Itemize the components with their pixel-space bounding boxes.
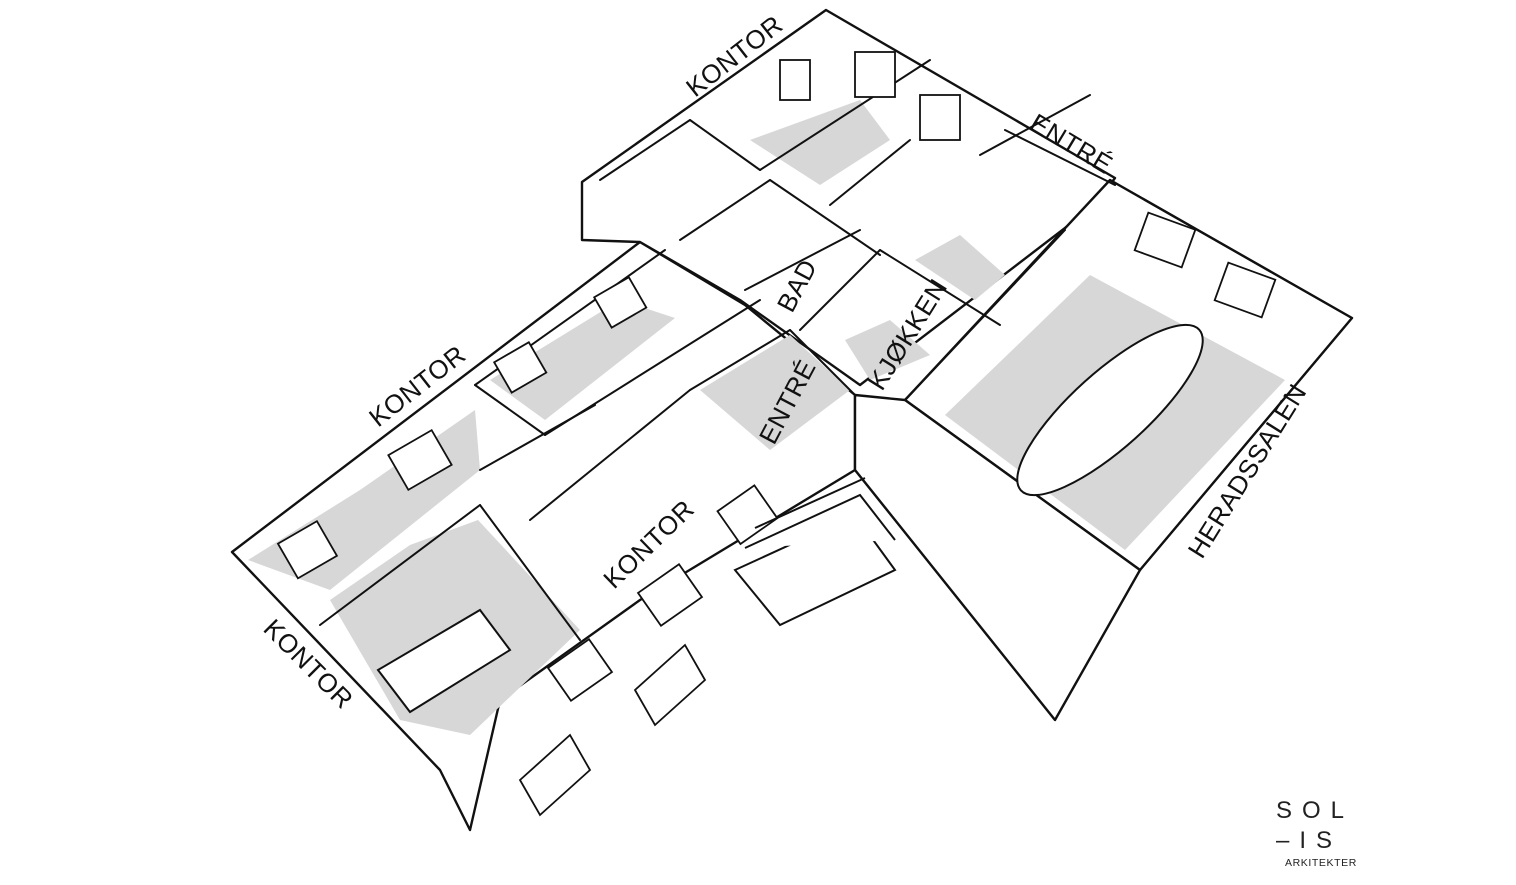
meeting-table (1016, 323, 1204, 497)
walls (319, 59, 1353, 721)
logo-line-1: SOL (1276, 797, 1355, 824)
stairs (733, 477, 897, 627)
windows (276, 51, 1277, 702)
outdoor-benches (518, 643, 707, 817)
logo-line-2: –IS (1276, 827, 1343, 854)
logo-subtitle: ARKITEKTER (1285, 857, 1357, 869)
office-table (376, 608, 512, 714)
sol-is-logo: SOL –IS ARKITEKTER (1276, 796, 1376, 869)
